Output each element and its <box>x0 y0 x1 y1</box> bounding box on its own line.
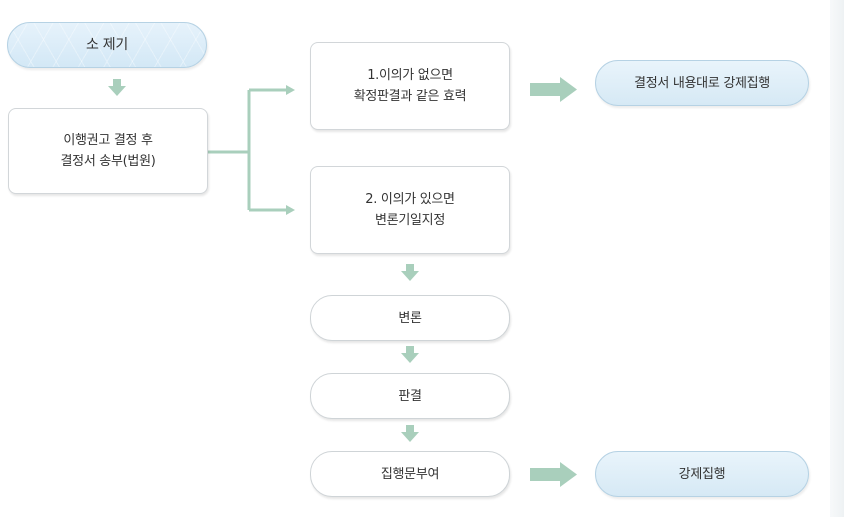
compulsory-execution-label: 강제집행 <box>678 466 726 482</box>
argument-label: 변론 <box>398 310 422 326</box>
recommendation-line2: 결정서 송부(법원) <box>60 154 156 169</box>
no-objection-node: 1.이의가 없으면 확정판결과 같은 효력 <box>310 42 510 130</box>
down-arrow-argument <box>401 346 419 363</box>
grant-execution-label: 집행문부여 <box>380 466 440 482</box>
enforce-per-decision-node: 결정서 내용대로 강제집행 <box>595 60 809 106</box>
right-edge-shade <box>830 0 844 517</box>
objection-line1: 2. 이의가 있으면 <box>365 192 455 207</box>
recommendation-node: 이행권고 결정 후 결정서 송부(법원) <box>8 108 208 194</box>
down-arrow-filing <box>108 79 126 96</box>
filing-label: 소 제기 <box>86 36 128 53</box>
enforce-per-decision-label: 결정서 내용대로 강제집행 <box>634 75 770 91</box>
branch-connector <box>208 85 295 215</box>
filing-node: 소 제기 <box>7 22 207 68</box>
compulsory-execution-node: 강제집행 <box>595 451 809 497</box>
down-arrow-objection <box>401 264 419 281</box>
no-objection-line1: 1.이의가 없으면 <box>367 68 453 83</box>
grant-execution-node: 집행문부여 <box>310 451 510 497</box>
recommendation-line1: 이행권고 결정 후 <box>63 133 153 148</box>
down-arrow-judgment <box>401 425 419 442</box>
argument-node: 변론 <box>310 295 510 341</box>
right-arrow-enforce <box>530 77 577 102</box>
objection-line2: 변론기일지정 <box>375 213 445 228</box>
no-objection-line2: 확정판결과 같은 효력 <box>353 89 467 104</box>
judgment-label: 판결 <box>398 388 422 404</box>
right-arrow-execution <box>530 462 577 487</box>
objection-node: 2. 이의가 있으면 변론기일지정 <box>310 166 510 254</box>
judgment-node: 판결 <box>310 373 510 419</box>
